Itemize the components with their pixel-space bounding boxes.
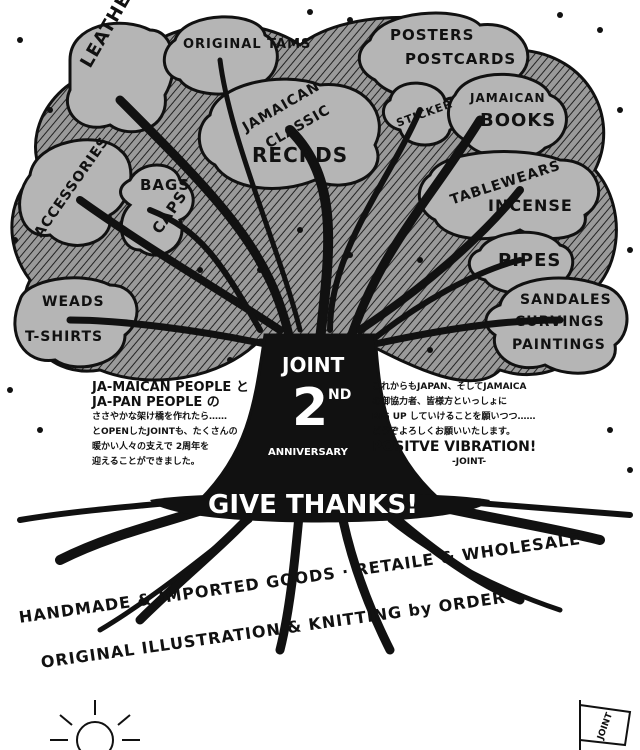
message-right-line3: BIG UP していけることを願いつつ…… (372, 412, 536, 422)
message-left-line5: 暖かい人々の支えで 2周年を (92, 442, 210, 452)
label-incense: INCENSE (488, 196, 573, 215)
message-right-line1: これからもJAPAN、そしてJAMAICA (372, 382, 527, 392)
give-thanks: GIVE THANKS! (208, 490, 419, 520)
label-sandales: SANDALES (520, 292, 612, 308)
rain-drops (7, 9, 633, 473)
message-left-line4: とOPENしたJOINTも、たくさんの (92, 427, 238, 437)
label-jamaican-books-2: BOOKS (480, 110, 557, 131)
message-left-line2: JA-PAN PEOPLE の (92, 395, 220, 410)
label-curvings: CURVINGS (515, 314, 605, 330)
trunk-anniversary: ANNIVERSARY (268, 447, 348, 458)
trunk-2: 2 (292, 378, 329, 438)
label-pipes: PIPES (498, 250, 562, 271)
label-tshirts: T-SHIRTS (25, 329, 104, 345)
flag-icon (579, 700, 632, 750)
message-right-line2: の御協力者、皆様方といっしょに (372, 397, 508, 407)
message-left-line1: JA-MAICAN PEOPLE と (92, 380, 249, 395)
label-jamaican-books-1: JAMAICAN (470, 91, 546, 105)
message-right-line6: -JOINT- (452, 457, 487, 467)
message-right: これからもJAPAN、そしてJAMAICA の御協力者、皆様方といっしょに BI… (372, 380, 582, 470)
message-left: JA-MAICAN PEOPLE と JA-PAN PEOPLE の ささやかな… (92, 380, 270, 470)
trunk-joint: JOINT (282, 353, 345, 377)
message-right-line5: POSITVE VIBRATION! (372, 439, 537, 455)
root-mass (150, 492, 490, 523)
label-postcards: POSTCARDS (405, 50, 517, 68)
label-original-tams: ORIGINAL TAMS (183, 37, 312, 52)
message-left-line6: 迎えることができました。 (92, 457, 200, 467)
sun-icon (50, 700, 140, 750)
label-jamaican-classic-3: RECRDS (252, 143, 349, 167)
message-right-line4: どうぞよろしくお願いいたします。 (372, 427, 516, 437)
label-bags: BAGS (140, 176, 191, 194)
label-clouds (13, 11, 629, 375)
trunk-nd: ND (328, 387, 352, 403)
label-posters: POSTERS (390, 26, 475, 44)
label-paintings: PAINTINGS (512, 337, 606, 353)
message-left-line3: ささやかな架け橋を作れたら…… (92, 412, 228, 422)
branches (66, 57, 564, 353)
label-weads: WEADS (42, 294, 105, 310)
